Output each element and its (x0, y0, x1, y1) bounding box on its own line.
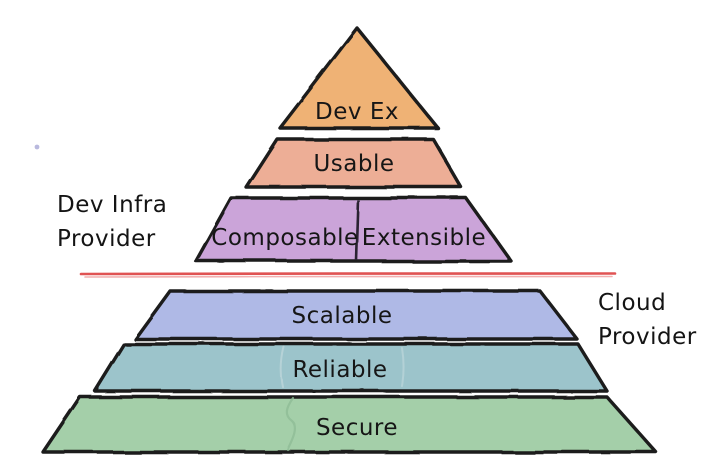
level-secure-label: Secure (316, 415, 398, 441)
level-composable-label: Composable (211, 225, 358, 251)
level-reliable-label: Reliable (292, 357, 387, 383)
stray-ink-dot (34, 144, 40, 150)
level-devex-label: Dev Ex (315, 99, 399, 125)
reliable-texture-mark-2 (401, 347, 405, 387)
level-usable-shape (244, 137, 463, 189)
level-scalable-shape (133, 289, 579, 341)
dev-infra-provider-label: Dev Infra Provider (57, 192, 167, 252)
level-scalable-label: Scalable (292, 303, 393, 329)
reliable-texture-mark (280, 346, 285, 388)
cloud-provider-line1: Cloud (598, 290, 666, 316)
dev-infra-provider-line2: Provider (57, 226, 156, 252)
level-composable-extensible-shape (194, 196, 513, 263)
level-extensible-label: Extensible (362, 225, 486, 251)
provider-divider-line-soft (84, 275, 613, 278)
level-usable-label: Usable (313, 151, 394, 177)
provider-divider-line (79, 272, 617, 276)
level-reliable-shape (93, 342, 609, 393)
level-devex-shape (278, 26, 440, 130)
composable-extensible-divider (354, 199, 360, 261)
cloud-provider-line2: Provider (598, 324, 697, 350)
level-secure-shape (41, 395, 658, 454)
cloud-provider-label: Cloud Provider (598, 290, 697, 350)
secure-texture-mark (285, 396, 297, 452)
dev-infra-provider-line1: Dev Infra (57, 192, 167, 218)
